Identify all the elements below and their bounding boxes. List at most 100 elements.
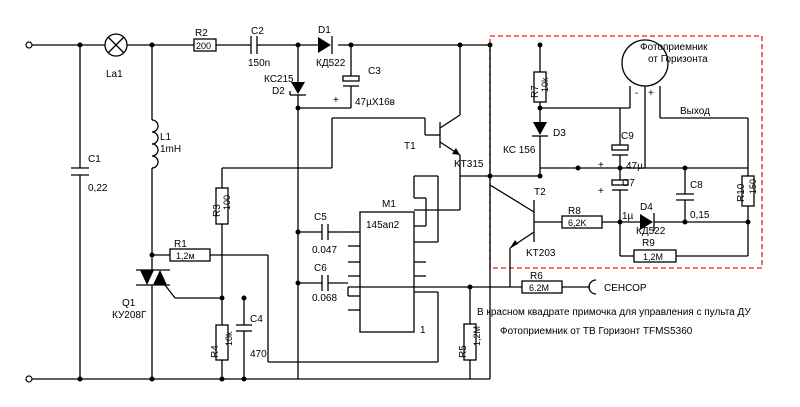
svg-text:1,2M: 1,2M [643, 252, 663, 262]
svg-text:C9: C9 [621, 131, 634, 142]
svg-text:КД522: КД522 [636, 226, 666, 237]
mains-terminal-bottom [25, 375, 33, 383]
capacitor-c3: C3 47µX16в + [298, 45, 395, 109]
resistor-r1: R1 1,2м [152, 239, 268, 262]
svg-text:200: 200 [196, 41, 211, 51]
zener-d2: КС215 D2 [264, 45, 306, 379]
svg-text:1mH: 1mH [160, 144, 181, 155]
svg-text:1,2M: 1,2M [472, 326, 482, 346]
svg-text:R7: R7 [530, 85, 541, 98]
svg-text:0.068: 0.068 [312, 293, 337, 304]
svg-text:10k: 10k [540, 77, 550, 92]
svg-text:C1: C1 [88, 154, 101, 165]
svg-text:R9: R9 [642, 238, 655, 249]
svg-text:0.047: 0.047 [312, 245, 337, 256]
svg-text:Фотоприемник: Фотоприемник [640, 42, 708, 53]
resistor-r5: R5 1,2M [458, 287, 482, 379]
transistor-t2: T2 KT203 [489, 184, 562, 287]
svg-text:КУ208Г: КУ208Г [112, 310, 147, 321]
capacitor-c6: C6 0.068 [298, 263, 348, 304]
resistor-r2: R2 200 [193, 28, 217, 52]
svg-text:R6: R6 [530, 271, 543, 282]
svg-text:Q1: Q1 [122, 298, 136, 309]
svg-text:+: + [598, 186, 604, 197]
svg-text:KT203: KT203 [526, 248, 556, 259]
svg-text:D3: D3 [553, 128, 566, 139]
svg-text:C8: C8 [690, 180, 703, 191]
svg-text:R4: R4 [210, 345, 221, 358]
resistor-r6: R6 6.2M [470, 271, 590, 294]
svg-text:T1: T1 [404, 141, 416, 152]
svg-text:R3: R3 [212, 204, 223, 217]
svg-text:+: + [648, 88, 654, 99]
diode-d4: D4 КД522 [636, 202, 748, 237]
ic-m1: M1 145ап2 1 [348, 199, 426, 336]
svg-text:47µ: 47µ [626, 161, 643, 172]
svg-text:L1: L1 [160, 132, 172, 143]
svg-text:6,2K: 6,2K [568, 218, 587, 228]
svg-text:КД522: КД522 [316, 58, 346, 69]
triac-q1: Q1 КУ208Г [112, 255, 222, 379]
note-text: В красном квадрате примочка для управлен… [477, 307, 751, 318]
resistor-r9: R9 1,2M [619, 222, 748, 263]
svg-text:470: 470 [250, 349, 267, 360]
svg-text:R8: R8 [568, 206, 581, 217]
svg-text:C4: C4 [250, 314, 263, 325]
photoreceiver: Фотоприемник от Горизонта - + Выход [621, 39, 748, 168]
svg-text:1µ: 1µ [622, 211, 634, 222]
svg-text:C6: C6 [314, 263, 327, 274]
resistor-r3: R3 100 [212, 167, 332, 325]
svg-text:R10: R10 [736, 183, 747, 202]
svg-text:150n: 150n [248, 58, 270, 69]
svg-text:Выход: Выход [680, 106, 710, 117]
mains-top-line [25, 41, 490, 49]
svg-text:6.2M: 6.2M [529, 283, 549, 293]
svg-text:10k: 10k [224, 331, 234, 346]
svg-text:M1: M1 [382, 199, 396, 210]
resistor-r7: R7 10k [530, 45, 550, 122]
svg-text:СЕНСОР: СЕНСОР [604, 283, 647, 294]
svg-text:145ап2: 145ап2 [366, 220, 400, 231]
svg-text:D2: D2 [272, 86, 285, 97]
svg-text:47µX16в: 47µX16в [355, 97, 395, 108]
svg-text:1: 1 [420, 325, 426, 336]
svg-text:1,2м: 1,2м [176, 251, 195, 261]
svg-text:100: 100 [222, 195, 232, 210]
footer-text: Фотоприемник от ТВ Горизонт TFMS5360 [500, 326, 693, 337]
inductor-l1: L1 1mH [151, 45, 181, 255]
capacitor-c4: C4 470 [236, 298, 267, 379]
capacitor-c1: C1 0,22 [71, 45, 108, 379]
capacitor-c2: C2 150n [246, 26, 270, 69]
svg-text:-: - [635, 88, 638, 99]
svg-text:T2: T2 [534, 187, 546, 198]
resistor-r4: R4 10k [210, 324, 234, 379]
svg-text:C3: C3 [368, 66, 381, 77]
transistor-t1: T1 KT315 [331, 45, 484, 176]
resistor-r10: R10 150 [736, 118, 758, 256]
mains-bottom-line [25, 375, 490, 383]
capacitor-c5: C5 0.047 [298, 212, 348, 256]
svg-text:КС215: КС215 [264, 74, 294, 85]
capacitor-c7: C7 1µ + [598, 168, 635, 222]
svg-text:+: + [598, 160, 604, 171]
svg-text:D1: D1 [318, 25, 331, 36]
svg-text:C7: C7 [622, 178, 635, 189]
resistor-r8: R8 6,2K [561, 206, 640, 229]
svg-text:R5: R5 [458, 345, 469, 358]
svg-text:C2: C2 [251, 26, 264, 37]
la1-label: La1 [106, 69, 123, 80]
svg-text:R2: R2 [195, 28, 208, 39]
svg-text:150: 150 [748, 179, 758, 194]
sensor-terminal: СЕНСОР [588, 279, 647, 295]
capacitor-c8: C8 0,15 [676, 168, 710, 222]
lamp-la1: La1 [104, 33, 128, 80]
svg-text:KT315: KT315 [454, 159, 484, 170]
svg-text:0,15: 0,15 [690, 210, 710, 221]
svg-text:C5: C5 [314, 212, 327, 223]
svg-text:R1: R1 [174, 239, 187, 250]
svg-text:от Горизонта: от Горизонта [648, 54, 708, 65]
svg-text:КС 156: КС 156 [503, 145, 536, 156]
zener-d3: D3 КС 156 [503, 122, 566, 176]
svg-text:+: + [333, 95, 339, 106]
